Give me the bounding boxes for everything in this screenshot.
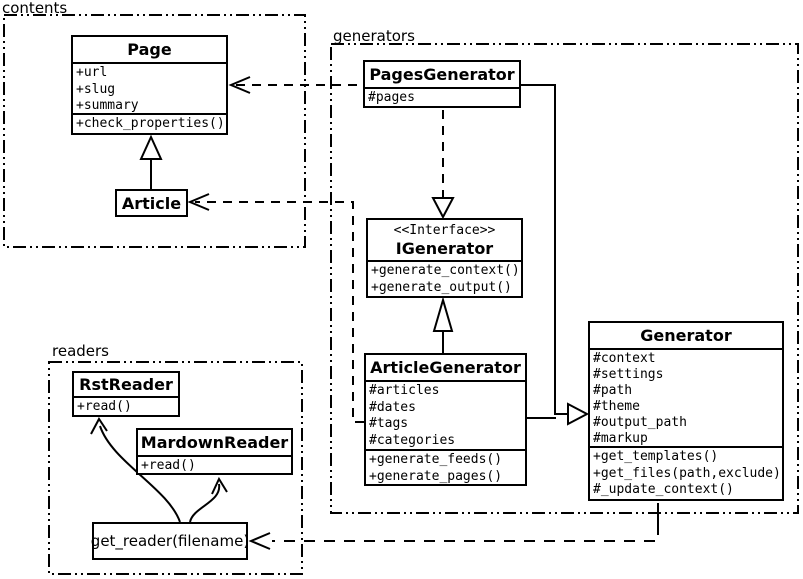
- attribute: #markup: [593, 431, 648, 446]
- methods-compartment: +generate_feeds() +generate_pages(): [366, 449, 525, 484]
- class-title-generator: Generator: [640, 326, 732, 345]
- generalization-pagesgenerator-to-generator-line: [521, 84, 567, 415]
- method: +generate_context(): [371, 263, 520, 278]
- attributes-compartment: +url +slug +summary: [73, 62, 226, 113]
- class-title-page: Page: [127, 40, 172, 59]
- attribute: #theme: [593, 399, 640, 414]
- class-box-igenerator: <<Interface>> IGenerator +generate_conte…: [366, 218, 523, 298]
- open-arrowhead-icon: [228, 76, 251, 94]
- method: +get_templates(): [593, 449, 719, 464]
- methods-compartment: +read(): [74, 396, 178, 415]
- attribute: +slug: [76, 81, 116, 97]
- class-title-rstreader: RstReader: [79, 375, 173, 394]
- class-title-igenerator: <<Interface>> IGenerator: [368, 220, 521, 260]
- method: +generate_output(): [371, 279, 512, 295]
- class-box-rstreader: RstReader +read(): [72, 371, 180, 417]
- class-box-page: Page +url +slug +summary +check_properti…: [71, 35, 228, 135]
- methods-compartment: +get_templates() +get_files(path,exclude…: [590, 446, 782, 499]
- methods-compartment: +generate_context() +generate_output(): [368, 260, 521, 296]
- open-arrowhead-icon: [187, 193, 210, 211]
- arrow-getreader-to-mardownreader-curve: [189, 483, 221, 523]
- class-box-pagesgenerator: PagesGenerator #pages: [363, 60, 521, 108]
- method: +generate_pages(): [369, 468, 503, 484]
- attribute: #settings: [593, 367, 664, 382]
- hollow-triangle-icon: [567, 402, 590, 426]
- attribute: #path: [593, 383, 633, 398]
- hollow-triangle-icon: [139, 134, 163, 160]
- function-box-get-reader: get_reader(filename): [91, 522, 249, 560]
- attribute: +url: [76, 65, 108, 80]
- attribute: +summary: [76, 98, 139, 113]
- dependency-generator-to-getreader-line: [272, 524, 659, 542]
- attribute: #dates: [369, 399, 416, 415]
- methods-compartment: +check_properties(): [73, 113, 226, 133]
- attribute: #pages: [368, 90, 415, 105]
- attribute: #context: [593, 351, 656, 366]
- open-arrowhead-icon: [90, 417, 108, 435]
- dependency-articlegenerator-to-article-line: [195, 201, 364, 423]
- class-box-article: Article: [115, 189, 188, 217]
- attributes-compartment: #pages: [365, 87, 519, 106]
- class-box-generator: Generator #context #settings #path #them…: [588, 321, 784, 501]
- method: +get_files(path,exclude): [593, 465, 781, 481]
- class-title-mardownreader: MardownReader: [140, 433, 289, 452]
- package-label-readers: readers: [52, 342, 109, 360]
- method: #_update_context(): [593, 482, 734, 497]
- method: +check_properties(): [76, 116, 225, 131]
- methods-compartment: +read(): [138, 455, 291, 473]
- attribute: #articles: [369, 383, 440, 398]
- class-box-mardownreader: MardownReader +read(): [136, 428, 293, 475]
- package-label-contents: contents: [2, 0, 68, 17]
- package-label-generators: generators: [333, 27, 415, 45]
- attributes-compartment: #context #settings #path #theme #output_…: [590, 348, 782, 446]
- class-title-articlegenerator: ArticleGenerator: [370, 358, 521, 377]
- class-title-pagesgenerator: PagesGenerator: [369, 65, 515, 84]
- hollow-triangle-icon: [431, 197, 455, 220]
- method: +read(): [141, 458, 196, 473]
- attributes-compartment: #articles #dates #tags #categories: [366, 380, 525, 449]
- package-frame-contents: [3, 14, 306, 248]
- class-title-article: Article: [121, 193, 182, 213]
- attribute: #output_path: [593, 415, 687, 430]
- method: +generate_feeds(): [369, 452, 503, 467]
- package-frame-readers: [48, 361, 303, 575]
- open-arrowhead-icon: [211, 476, 228, 495]
- class-box-articlegenerator: ArticleGenerator #articles #dates #tags …: [364, 353, 527, 486]
- method: +read(): [77, 399, 132, 414]
- open-arrowhead-icon: [248, 532, 271, 550]
- class-title-text: IGenerator: [395, 238, 494, 258]
- attribute: #categories: [369, 432, 456, 448]
- package-frame-generators: [330, 43, 799, 514]
- attribute: #tags: [369, 416, 409, 431]
- hollow-triangle-icon: [432, 296, 454, 332]
- stereotype-label: <<Interface>>: [393, 222, 496, 238]
